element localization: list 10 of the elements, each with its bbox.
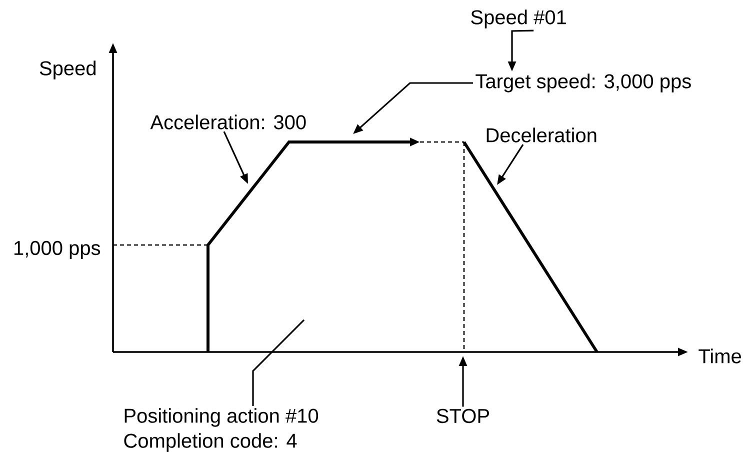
annotation-text: Speed #01 <box>471 10 566 28</box>
leader-line <box>252 319 305 406</box>
axis-label: Speed <box>40 60 96 80</box>
annotation-text: Target speed: 3,000 pps <box>476 74 691 92</box>
value-label: 1,000 pps <box>14 240 100 260</box>
annotation-text: STOP <box>436 408 489 424</box>
annotation-text: Deceleration <box>486 128 596 142</box>
annotation-text: Acceleration: 300 <box>150 114 306 130</box>
annotation-text: Positioning action #10 Completion code: 4 <box>124 408 318 452</box>
axis-label: Time <box>698 348 742 364</box>
